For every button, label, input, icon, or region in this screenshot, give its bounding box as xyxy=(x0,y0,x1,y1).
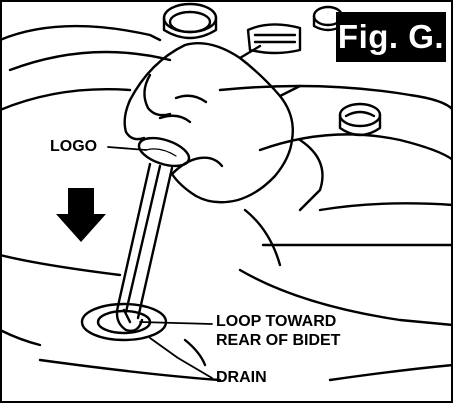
leader-loop xyxy=(139,321,213,325)
bidet-rim-upper xyxy=(8,50,172,72)
figure-label: Fig. G. xyxy=(336,12,446,62)
faucet-spout xyxy=(246,23,302,55)
bidet-deck-left xyxy=(0,87,132,112)
bidet-basin-right-lower xyxy=(183,338,207,367)
bidet-edge-lower-left xyxy=(0,328,42,347)
bidet-back-edge xyxy=(218,84,453,112)
hand-finger-1 xyxy=(123,98,146,141)
callout-loop-line2: REAR OF BIDET xyxy=(216,332,341,349)
bidet-basin-floor xyxy=(38,358,222,382)
bidet-inner-curve xyxy=(298,138,324,212)
faucet-knob-lower xyxy=(338,102,382,137)
bidet-front-bottom xyxy=(328,363,453,382)
leader-logo xyxy=(107,146,147,151)
callout-loop-line1: LOOP TOWARD xyxy=(216,313,337,330)
bidet-deck-right xyxy=(258,133,453,162)
callout-logo: LOGO xyxy=(50,138,98,155)
callout-drain: DRAIN xyxy=(216,369,267,386)
bidet-basin-right xyxy=(238,268,453,327)
bidet-rim-outer xyxy=(0,24,162,42)
bidet-bowl-edge xyxy=(0,253,122,277)
hand-knuckles xyxy=(158,94,208,124)
callout-loop: LOOP TOWARD REAR OF BIDET xyxy=(216,312,340,350)
faucet-knob-left xyxy=(162,2,218,40)
hand-finger-2 xyxy=(143,73,172,117)
hand-outline xyxy=(128,41,294,204)
hand-wrist xyxy=(238,44,302,98)
leader-drain xyxy=(149,337,213,379)
arrow-down-icon xyxy=(56,188,106,242)
hand-thumb xyxy=(170,156,224,176)
bidet-ledge xyxy=(318,202,453,212)
bidet-inner-wall xyxy=(243,208,282,267)
